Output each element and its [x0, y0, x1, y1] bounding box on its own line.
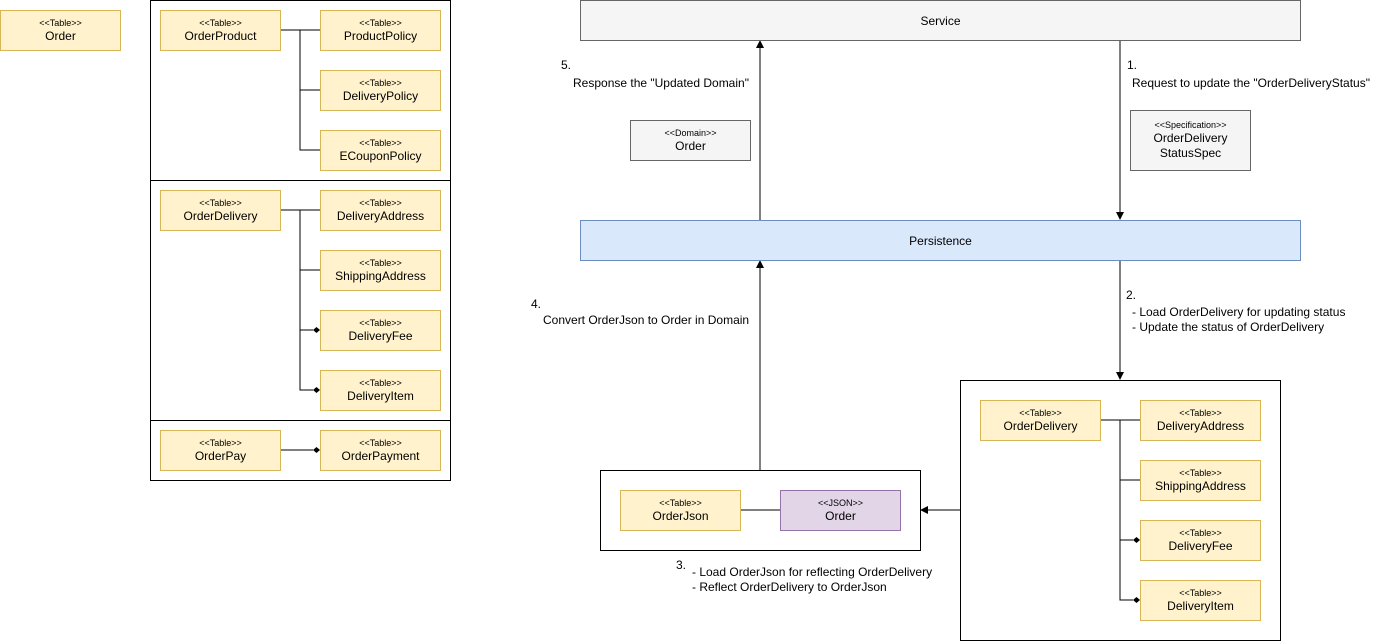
- stereotype-label: <<Table>>: [1019, 408, 1062, 418]
- table-name: ShippingAddress: [335, 269, 426, 283]
- table-deliveryfee[interactable]: <<Table>> DeliveryFee: [320, 310, 441, 351]
- step2-line1: - Load OrderDelivery for updating status: [1132, 305, 1346, 319]
- domain-name: Order: [675, 139, 706, 153]
- stereotype-label: <<Table>>: [359, 378, 402, 388]
- table-r-deliveryfee[interactable]: <<Table>> DeliveryFee: [1140, 520, 1261, 561]
- stereotype-label: <<Domain>>: [664, 128, 717, 138]
- table-name: ECouponPolicy: [339, 149, 422, 163]
- table-r-deliveryaddress[interactable]: <<Table>> DeliveryAddress: [1140, 400, 1261, 441]
- stereotype-label: <<Table>>: [359, 78, 402, 88]
- persistence-label: Persistence: [909, 233, 972, 248]
- table-name: DeliveryPolicy: [342, 89, 419, 103]
- table-name: OrderPay: [194, 449, 247, 463]
- spec-name-line1: OrderDelivery: [1153, 131, 1228, 145]
- table-r-orderdelivery[interactable]: <<Table>> OrderDelivery: [980, 400, 1101, 441]
- step5-text: Response the "Updated Domain": [573, 76, 749, 90]
- table-deliverypolicy[interactable]: <<Table>> DeliveryPolicy: [320, 70, 441, 111]
- spec-name-line2: StatusSpec: [1159, 146, 1222, 160]
- step3-line2: - Reflect OrderDelivery to OrderJson: [692, 580, 887, 594]
- specification-orderdeliverystatusspec[interactable]: <<Specification>> OrderDelivery StatusSp…: [1130, 110, 1251, 171]
- group-order-json: [600, 470, 921, 551]
- table-ecouponpolicy[interactable]: <<Table>> ECouponPolicy: [320, 130, 441, 171]
- table-name: OrderJson: [652, 509, 709, 523]
- stereotype-label: <<Table>>: [359, 258, 402, 268]
- table-name: ShippingAddress: [1155, 479, 1246, 493]
- table-orderpay[interactable]: <<Table>> OrderPay: [160, 430, 281, 471]
- table-orderproduct[interactable]: <<Table>> OrderProduct: [160, 10, 281, 51]
- step1-text: Request to update the "OrderDeliveryStat…: [1132, 76, 1370, 90]
- table-orderpayment[interactable]: <<Table>> OrderPayment: [320, 430, 441, 471]
- table-r-shippingaddress[interactable]: <<Table>> ShippingAddress: [1140, 460, 1261, 501]
- step5-number: 5.: [561, 58, 572, 72]
- stereotype-label: <<Table>>: [199, 438, 242, 448]
- stereotype-label: <<Table>>: [359, 18, 402, 28]
- table-name: DeliveryFee: [348, 329, 413, 343]
- table-name: Order: [45, 29, 76, 43]
- table-name: OrderDelivery: [183, 209, 258, 223]
- service-layer[interactable]: Service: [580, 0, 1301, 41]
- persistence-layer[interactable]: Persistence: [580, 220, 1301, 261]
- table-name: OrderPayment: [341, 449, 420, 463]
- table-name: DeliveryItem: [1167, 599, 1234, 613]
- table-deliveryaddress[interactable]: <<Table>> DeliveryAddress: [320, 190, 441, 231]
- stereotype-label: <<JSON>>: [817, 498, 864, 508]
- table-shippingaddress[interactable]: <<Table>> ShippingAddress: [320, 250, 441, 291]
- json-name: Order: [825, 509, 856, 523]
- table-name: DeliveryAddress: [1156, 419, 1245, 433]
- step1-number: 1.: [1127, 58, 1138, 72]
- table-orderjson[interactable]: <<Table>> OrderJson: [620, 490, 741, 531]
- group-order-pay: [150, 420, 451, 481]
- stereotype-label: <<Table>>: [39, 18, 82, 28]
- stereotype-label: <<Table>>: [1179, 588, 1222, 598]
- stereotype-label: <<Table>>: [359, 318, 402, 328]
- step3-line1: - Load OrderJson for reflecting OrderDel…: [692, 565, 933, 579]
- table-name: DeliveryAddress: [336, 209, 425, 223]
- stereotype-label: <<Table>>: [1179, 528, 1222, 538]
- step2-line2: - Update the status of OrderDelivery: [1132, 320, 1325, 334]
- json-order[interactable]: <<JSON>> Order: [780, 490, 901, 531]
- stereotype-label: <<Table>>: [359, 438, 402, 448]
- stereotype-label: <<Table>>: [359, 138, 402, 148]
- stereotype-label: <<Table>>: [359, 198, 402, 208]
- table-orderdelivery[interactable]: <<Table>> OrderDelivery: [160, 190, 281, 231]
- stereotype-label: <<Table>>: [1179, 408, 1222, 418]
- table-name: DeliveryFee: [1168, 539, 1233, 553]
- table-name: DeliveryItem: [347, 389, 414, 403]
- step4-text: Convert OrderJson to Order in Domain: [543, 313, 750, 327]
- stereotype-label: <<Table>>: [199, 18, 242, 28]
- table-order[interactable]: <<Table>> Order: [0, 10, 121, 51]
- service-label: Service: [920, 13, 961, 28]
- step2-number: 2.: [1126, 288, 1137, 302]
- stereotype-label: <<Table>>: [659, 498, 702, 508]
- table-deliveryitem[interactable]: <<Table>> DeliveryItem: [320, 370, 441, 411]
- stereotype-label: <<Specification>>: [1154, 120, 1227, 130]
- stereotype-label: <<Table>>: [1179, 468, 1222, 478]
- table-name: OrderDelivery: [1003, 419, 1078, 433]
- step3-number: 3.: [676, 558, 687, 572]
- table-r-deliveryitem[interactable]: <<Table>> DeliveryItem: [1140, 580, 1261, 621]
- domain-order[interactable]: <<Domain>> Order: [630, 120, 751, 161]
- stereotype-label: <<Table>>: [199, 198, 242, 208]
- table-name: ProductPolicy: [343, 29, 418, 43]
- table-productpolicy[interactable]: <<Table>> ProductPolicy: [320, 10, 441, 51]
- table-name: OrderProduct: [184, 29, 257, 43]
- step4-number: 4.: [531, 297, 542, 311]
